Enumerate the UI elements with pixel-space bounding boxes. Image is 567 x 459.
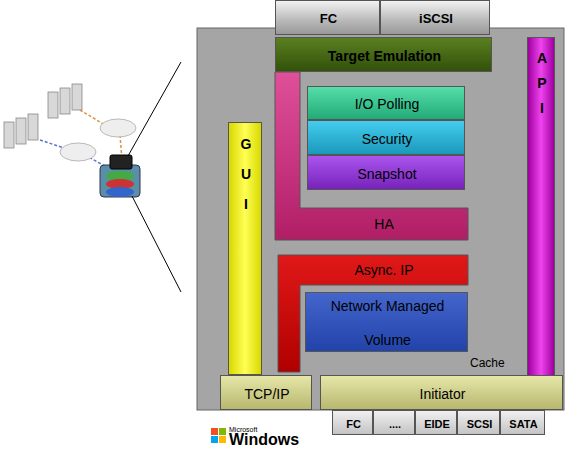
cloud xyxy=(100,119,136,137)
chip xyxy=(110,155,132,169)
interface-tab: EIDE xyxy=(415,410,457,435)
text-area: iSCSI xyxy=(381,1,491,36)
l-shaped-band: HA xyxy=(275,72,468,240)
node-label: .... xyxy=(389,418,401,430)
layer-band: Network Managed Volume xyxy=(305,292,468,352)
text-area: Network Managed Volume xyxy=(306,293,469,353)
layer-band: Initiator xyxy=(320,375,563,410)
node-label: HA xyxy=(374,216,393,232)
node-label: SCSI xyxy=(467,418,493,430)
node-label: FC xyxy=(320,11,337,26)
band-shape xyxy=(278,255,468,372)
node-label: EIDE xyxy=(424,418,450,430)
node-label: Security xyxy=(362,131,413,147)
text-area: EIDE xyxy=(416,411,458,436)
layer-band: TCP/IP xyxy=(220,375,312,410)
layer-band: Snapshot xyxy=(307,155,465,190)
vertical-label: A P I xyxy=(535,46,549,121)
device-body xyxy=(100,165,140,197)
interface-tab: FC xyxy=(332,410,373,435)
logo-square xyxy=(219,428,226,435)
text-area: A P I xyxy=(528,38,556,391)
node-label: iSCSI xyxy=(419,11,453,26)
leader-line xyxy=(132,196,181,292)
cache-label: Cache xyxy=(470,356,505,370)
cloud xyxy=(60,143,96,161)
logo-square xyxy=(219,436,226,443)
band-outline xyxy=(275,72,468,240)
brand-label: Windows xyxy=(229,431,299,449)
layer-band: Target Emulation xyxy=(275,37,492,72)
node-label: Async. IP xyxy=(354,262,413,278)
network-illustration xyxy=(4,62,181,292)
protocol-tab: iSCSI xyxy=(380,0,490,35)
node-label: SATA xyxy=(509,418,537,430)
vertical-band: G U I xyxy=(228,122,262,375)
layer-band: Security xyxy=(307,120,465,155)
server xyxy=(28,114,38,140)
text-area: TCP/IP xyxy=(221,376,313,411)
server xyxy=(60,88,70,114)
vertical-band: A P I xyxy=(527,37,555,390)
leader-line xyxy=(128,62,181,156)
node-label: Initiator xyxy=(420,386,466,402)
node-label: Target Emulation xyxy=(328,48,441,64)
node-label: TCP/IP xyxy=(244,386,289,402)
logo-square xyxy=(211,428,218,435)
server-rack xyxy=(4,84,82,148)
logo-square xyxy=(211,436,218,443)
text-area: HA xyxy=(300,208,468,240)
text-area: .... xyxy=(374,411,416,436)
text-area: Initiator xyxy=(321,376,564,411)
text-area: Snapshot xyxy=(308,156,466,191)
protocol-tab: FC xyxy=(275,0,380,35)
server xyxy=(4,122,14,148)
text-area: G U I xyxy=(229,123,263,376)
text-area: Target Emulation xyxy=(276,38,493,73)
windows-logo xyxy=(211,428,226,443)
text-area: FC xyxy=(333,411,374,436)
interface-tab: SCSI xyxy=(457,410,500,435)
text-area: SCSI xyxy=(458,411,501,436)
enclosure-box xyxy=(197,28,564,410)
text-area: Security xyxy=(308,121,466,156)
text-area: FC xyxy=(276,1,381,36)
text-area: Async. IP xyxy=(300,255,468,285)
disk xyxy=(106,187,134,197)
server xyxy=(48,92,58,118)
text-area: SATA xyxy=(501,411,546,436)
vertical-label: G U I xyxy=(239,129,253,219)
storage-device xyxy=(100,155,140,197)
interface-tab: SATA xyxy=(500,410,545,435)
node-label: Snapshot xyxy=(357,166,416,182)
server xyxy=(72,84,82,110)
node-label: FC xyxy=(346,418,361,430)
interface-tab: .... xyxy=(373,410,415,435)
node-label: I/O Polling xyxy=(355,96,420,112)
text-area: I/O Polling xyxy=(308,87,466,121)
server xyxy=(16,118,26,144)
layer-band: I/O Polling xyxy=(307,86,465,120)
band-shape xyxy=(275,72,468,240)
node-label: Network Managed Volume xyxy=(323,289,453,357)
